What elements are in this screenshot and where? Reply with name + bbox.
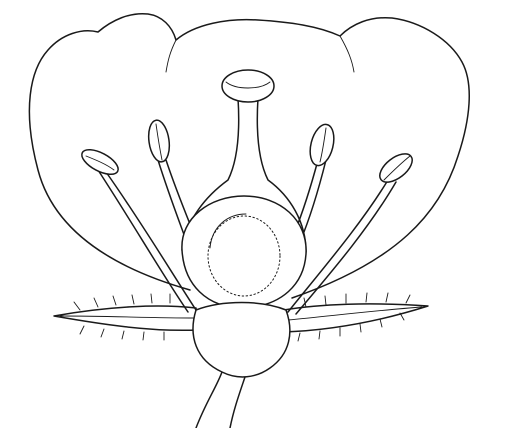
ovary (182, 196, 306, 308)
sepal-right (284, 293, 428, 341)
receptacle (193, 303, 290, 377)
stigma (222, 70, 274, 102)
sepal-left (54, 294, 198, 340)
anther (306, 122, 338, 168)
pedicel (196, 372, 246, 428)
stamen-outer-right (288, 148, 417, 314)
stamen-inner-left (146, 119, 194, 240)
